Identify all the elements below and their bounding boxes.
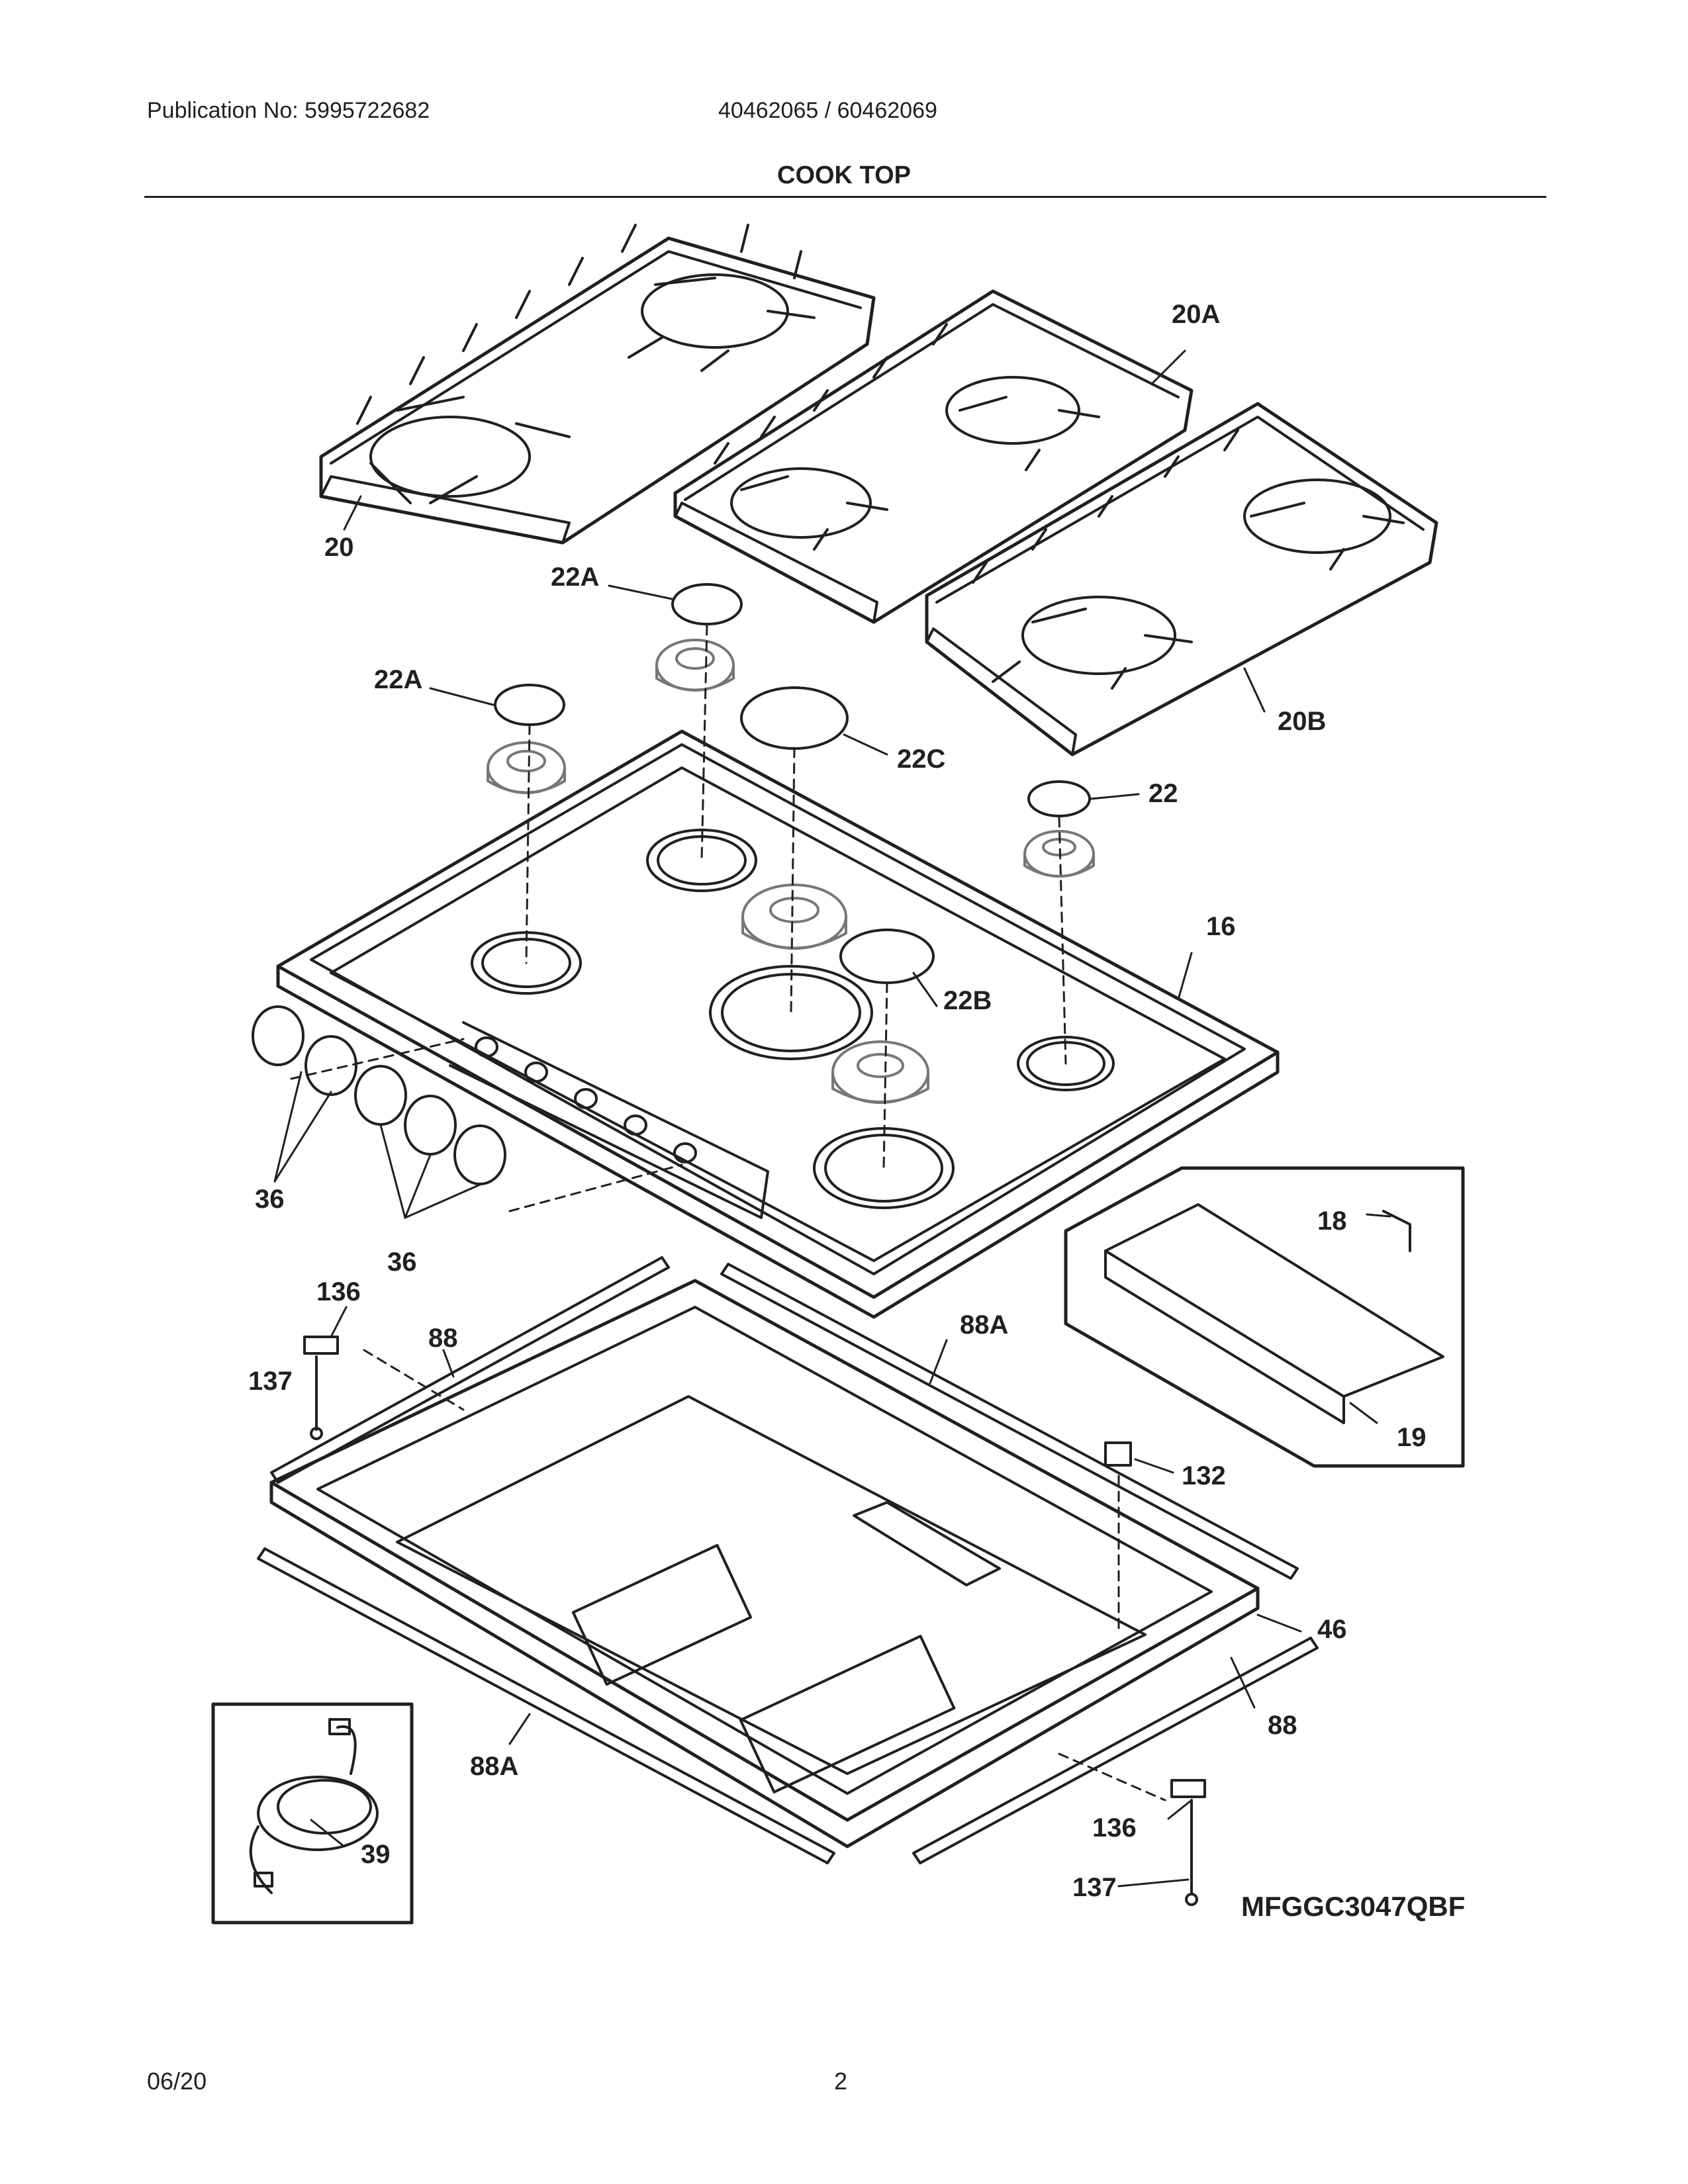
- callout-16: 16: [1206, 912, 1236, 941]
- callout-18: 18: [1317, 1206, 1347, 1236]
- callout-88-bottom: 88: [1268, 1711, 1297, 1740]
- callout-22a-top: 22A: [551, 563, 599, 592]
- callout-39: 39: [361, 1840, 391, 1869]
- callout-20: 20: [324, 533, 354, 562]
- callout-137-top: 137: [248, 1367, 293, 1396]
- page-title: COOK TOP: [777, 161, 911, 189]
- callout-132: 132: [1182, 1461, 1226, 1490]
- power-cord-inset: [211, 1702, 414, 1925]
- gaskets: [257, 1256, 1319, 1864]
- grate-left: [319, 224, 876, 545]
- grate-right: [925, 402, 1438, 756]
- callout-88-top: 88: [428, 1324, 458, 1353]
- burner-parts: [487, 583, 1095, 1104]
- callout-136-bottom: 136: [1092, 1813, 1137, 1843]
- model-code: MFGGC3047QBF: [1241, 1891, 1465, 1922]
- burner-box: [269, 1279, 1260, 1848]
- footer-date: 06/20: [147, 2068, 207, 2095]
- cooktop-surface: [276, 729, 1280, 1319]
- callout-46: 46: [1317, 1615, 1347, 1644]
- hardware-parts: [303, 1336, 1206, 1906]
- callouts: 20 20A 20B 22A 22A 22C 22 16 22B 36 36 1…: [248, 300, 1465, 1922]
- title-divider: [144, 196, 1546, 198]
- model-numbers: 40462065 / 60462069: [718, 98, 937, 123]
- callout-136-top: 136: [316, 1277, 361, 1306]
- alignment-lines: [290, 624, 1166, 1801]
- leader-lines: [273, 349, 1391, 1888]
- callout-88a-top: 88A: [960, 1310, 1008, 1340]
- callout-22a-left: 22A: [374, 665, 422, 694]
- callout-137-bottom: 137: [1072, 1873, 1117, 1902]
- callout-19: 19: [1397, 1423, 1427, 1452]
- callout-22: 22: [1149, 779, 1178, 808]
- callout-36-bottom: 36: [387, 1248, 417, 1277]
- callout-20a: 20A: [1172, 300, 1220, 329]
- page-number: 2: [834, 2068, 848, 2095]
- callout-22c: 22C: [897, 745, 945, 774]
- callout-20b: 20B: [1278, 707, 1326, 736]
- grate-center: [673, 289, 1194, 624]
- shield-inset: [1064, 1166, 1465, 1468]
- callout-22b: 22B: [943, 986, 992, 1015]
- callout-36-left: 36: [255, 1185, 285, 1214]
- callout-88a-bottom: 88A: [470, 1752, 518, 1781]
- publication-number: Publication No: 5995722682: [147, 98, 430, 123]
